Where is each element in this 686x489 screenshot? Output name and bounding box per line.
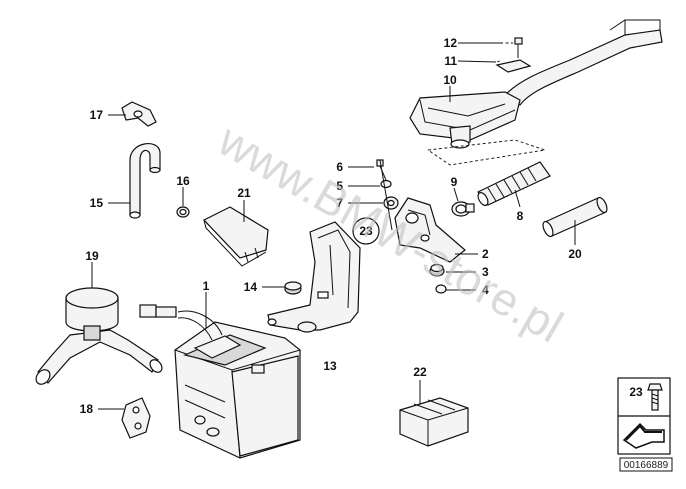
callout-19: 19 (85, 249, 99, 263)
part-grommet-3 (429, 263, 445, 277)
part-nut-5 (380, 179, 392, 189)
part-box (399, 397, 469, 447)
assembly-axis (379, 159, 393, 231)
part-clamp (451, 201, 475, 217)
callout-2: 2 (482, 247, 489, 261)
callout-21: 21 (237, 186, 251, 200)
part-exhaust-muffler (409, 19, 663, 149)
bolt-icon (647, 383, 663, 411)
part-auxiliary-heater (139, 304, 301, 459)
callout-14: 14 (244, 280, 258, 294)
part-pipe (542, 196, 608, 238)
callout-13: 13 (323, 359, 337, 373)
part-coolant-hose (129, 143, 161, 219)
callout-12: 12 (444, 36, 458, 50)
part-plug (284, 281, 302, 295)
direction-arrow-icon (622, 422, 665, 449)
callout-8: 8 (517, 209, 524, 223)
callout-5: 5 (336, 179, 343, 193)
callout-9: 9 (451, 175, 458, 189)
callout-10: 10 (443, 73, 457, 87)
part-water-pump (35, 287, 163, 385)
part-cover (203, 206, 269, 267)
callout-7: 7 (336, 196, 343, 210)
part-flex-hose (477, 161, 551, 206)
callout-numbers: 12 11 10 6 5 7 9 8 20 2 3 4 17 15 16 21 … (80, 36, 582, 416)
part-nut-4 (435, 284, 447, 294)
callout-16: 16 (176, 174, 190, 188)
callout-circle-23: 23 (352, 217, 380, 245)
callout-15: 15 (90, 196, 104, 210)
callout-11: 11 (444, 54, 457, 68)
part-bracket-18 (121, 397, 151, 439)
callout-3: 3 (482, 265, 489, 279)
part-hose-clip (176, 206, 190, 218)
part-clip-17 (121, 101, 157, 127)
legend-box: 23 (617, 377, 671, 455)
callout-4: 4 (482, 283, 489, 297)
callout-1: 1 (203, 279, 210, 293)
legend-ref-number: 23 (629, 385, 643, 399)
callout-22: 22 (413, 365, 427, 379)
callout-17: 17 (90, 108, 104, 122)
dashed-outline (426, 139, 546, 166)
part-heater-bracket (267, 221, 361, 333)
diagram-code: 00166889 (624, 460, 669, 471)
leader-lines (91, 42, 576, 410)
diagram-code-box: 00166889 (619, 457, 673, 472)
callout-6: 6 (336, 160, 343, 174)
part-mount-bracket (394, 197, 466, 263)
callout-18: 18 (80, 402, 94, 416)
callout-23-circle-label: 23 (359, 224, 373, 238)
callout-20: 20 (568, 247, 582, 261)
